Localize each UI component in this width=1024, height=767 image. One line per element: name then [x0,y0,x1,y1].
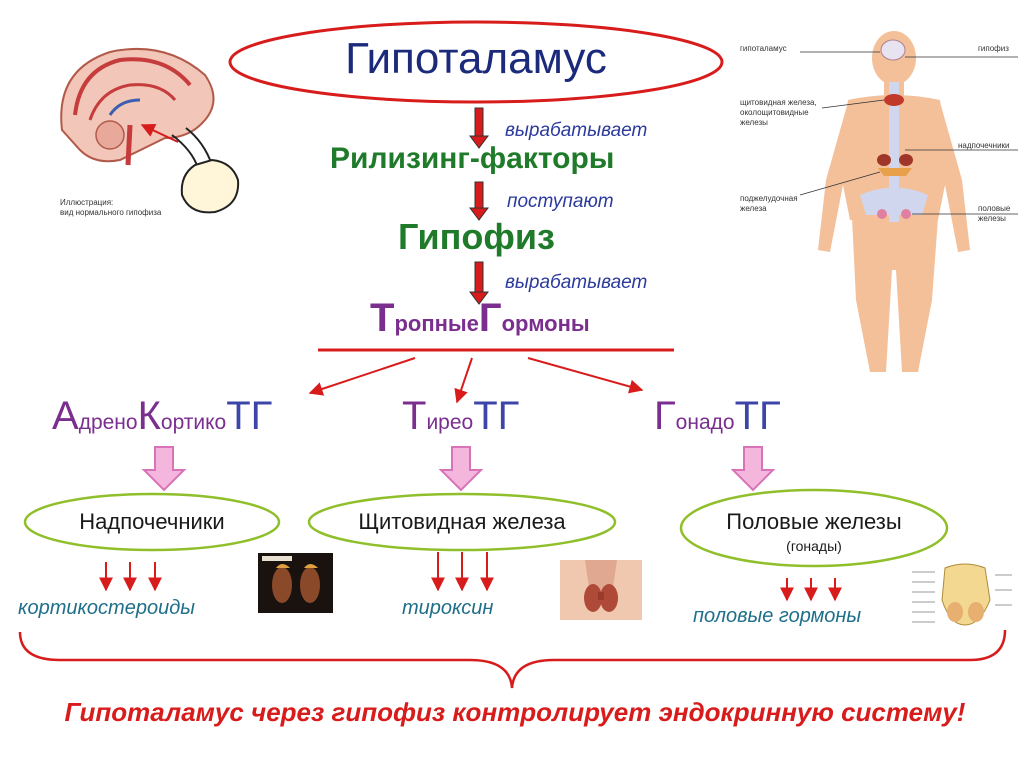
page-title: Гипоталамус [345,34,607,83]
flow-arrow-3 [469,261,489,305]
triple-arrows-adrenal [99,562,162,592]
acth-small-2: ортико [160,411,227,434]
product-corticosteroids: кортикостероиды [18,597,195,619]
acth-big-2: К [137,394,161,438]
body-label-gonads: половые [978,204,1011,213]
tsh-suffix: ТГ [473,394,520,438]
ellipse-thyroid [307,492,617,552]
pink-arrow-middle [438,446,484,492]
branch-arrow-left [308,357,416,396]
gth-small-1: онадо [675,411,735,434]
tropic-hormones: ТропныеГормоны [370,296,590,341]
ellipse-adrenal [23,492,281,552]
hormone-acth: АдреноКортикоТГ [52,394,272,439]
branch-arrow-middle [454,357,473,404]
gth-big-1: Г [654,394,676,438]
body-label-pituitary: гипофиз [978,44,1009,53]
gth-suffix: ТГ [734,394,781,438]
gonads-illustration [905,560,1015,630]
ellipse-gonads [679,488,949,568]
body-label-pancreas: поджелудочная [740,194,798,203]
body-label-thyroid-2: околощитовидные [740,108,809,117]
gland-gonads: Половые железы [726,509,902,534]
tropic-small-1: ропные [394,311,479,336]
gland-adrenal: Надпочечники [79,509,225,534]
tropic-big-1: Т [370,296,395,340]
curly-brace [18,629,1007,689]
hormone-tsh: ТиреоТГ [402,394,519,439]
acth-small-1: дрено [78,411,138,434]
acth-big-1: А [52,394,79,438]
releasing-factors: Рилизинг-факторы [330,142,615,175]
gland-gonads-note: (гонады) [786,538,842,554]
product-thyroxine: тироксин [402,597,494,619]
brain-illustration [60,47,240,214]
brain-caption-1: Иллюстрация: [60,198,114,207]
body-label-hypothalamus: гипоталамус [740,44,787,53]
tropic-big-2: Г [478,296,502,340]
acth-suffix: ТГ [226,394,273,438]
step3-label: вырабатывает [505,272,648,293]
adrenal-photo [258,553,333,613]
flow-arrow-1 [469,107,489,149]
body-label-gonads-2: железы [978,214,1006,223]
step1-label: вырабатывает [505,120,648,141]
triple-arrows-gonads [780,578,842,602]
body-label-thyroid: щитовидная железа, [740,98,817,107]
step2-label: поступают [507,191,614,212]
triple-arrows-thyroid [431,552,494,592]
hormone-gth: ГонадоТГ [654,394,781,439]
body-label-adrenals: надпочечники [958,141,1010,150]
pink-arrow-right [730,446,776,492]
tsh-big-1: Т [402,394,427,438]
conclusion: Гипоталамус через гипофиз контролирует э… [64,697,966,727]
brain-caption-2: вид нормального гипофиза [60,208,162,217]
product-sex-hormones: половые гормоны [693,605,862,627]
body-illustration [799,31,1018,372]
tropic-small-2: ормоны [501,311,590,336]
flow-arrow-2 [469,181,489,221]
pituitary: Гипофиз [398,216,555,257]
thyroid-photo [560,560,642,620]
body-label-thyroid-3: железы [740,118,768,127]
branch-arrow-right [527,357,644,394]
gland-thyroid: Щитовидная железа [358,509,566,534]
title-ellipse [228,20,724,104]
pink-arrow-left [141,446,187,492]
body-label-pancreas-2: железа [740,204,767,213]
tsh-small-1: ирео [426,411,474,434]
